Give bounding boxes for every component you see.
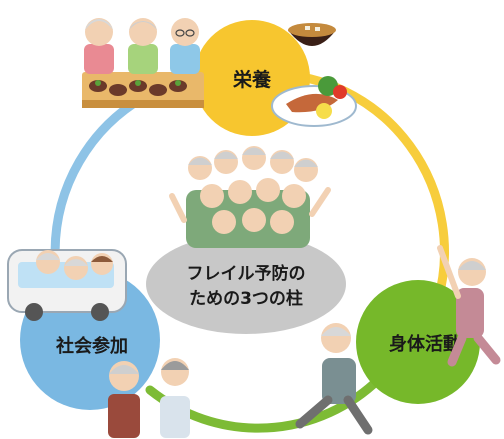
cheering-elderly-group-illustration xyxy=(169,146,331,248)
elderly-eating-illustration xyxy=(82,18,204,108)
exercise-circle xyxy=(356,280,480,404)
elderly-chatting-illustration xyxy=(108,358,190,438)
elderly-in-bus-illustration xyxy=(7,249,127,321)
center-ellipse xyxy=(146,234,346,334)
center-title-line1: フレイル予防の xyxy=(187,263,306,284)
food-illustration xyxy=(271,23,357,127)
exercise-label: 身体活動 xyxy=(389,333,461,355)
social-label: 社会参加 xyxy=(56,335,128,357)
center-hub: フレイル予防の ための3つの柱 xyxy=(146,234,346,334)
exercise-pillar: 身体活動 xyxy=(356,280,480,404)
nutrition-label: 栄養 xyxy=(232,68,272,91)
center-title-line2: ための3つの柱 xyxy=(189,288,303,309)
elderly-stretching-illustration xyxy=(295,245,501,435)
